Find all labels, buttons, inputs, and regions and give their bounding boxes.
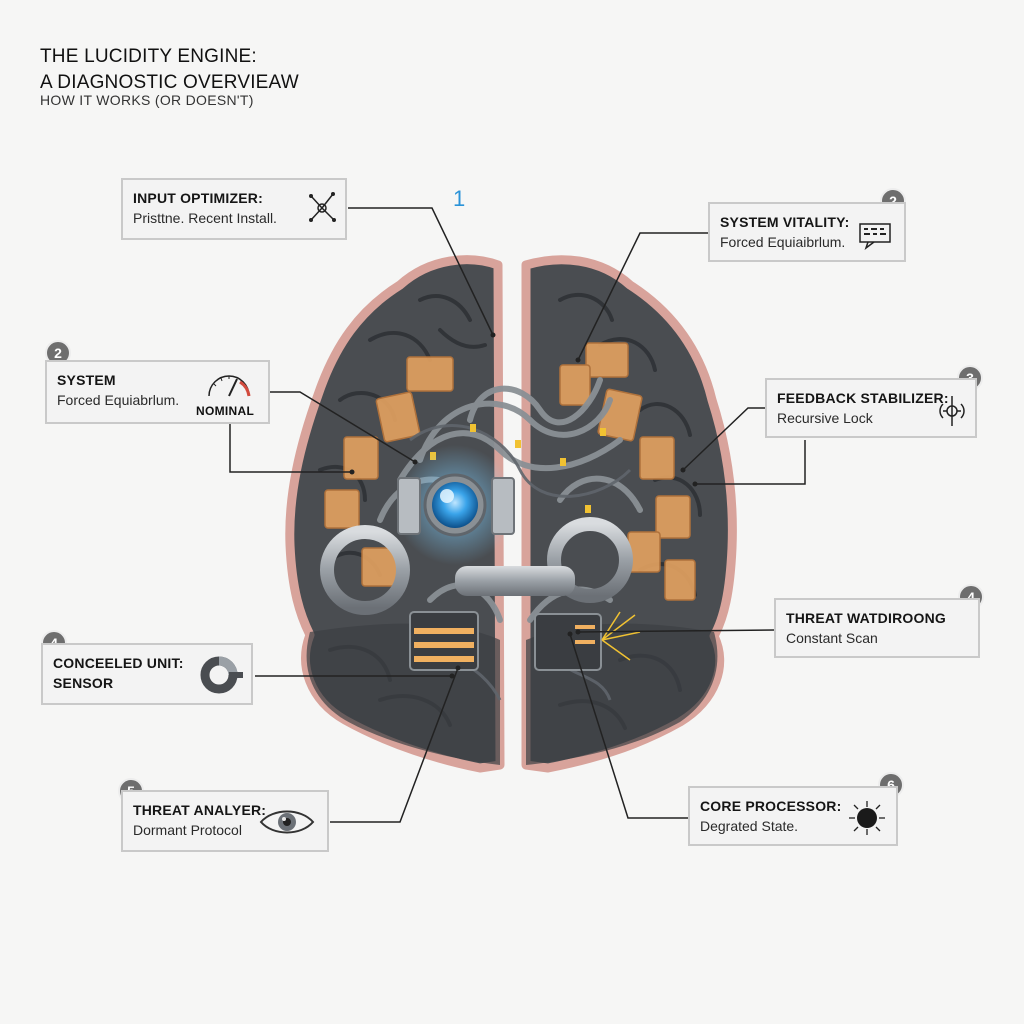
system-vitality-status: Forced Equiaibrlum. — [720, 234, 846, 250]
callout-system-vitality: SYSTEM VITALITY: Forced Equiaibrlum. — [708, 202, 906, 262]
threat-analyzer-label: THREAT ANALYER: — [133, 802, 267, 818]
concealed-unit-type: SENSOR — [53, 675, 114, 691]
central-core — [395, 445, 515, 565]
threat-watch-status: Constant Scan — [786, 630, 878, 646]
leader-dots — [349, 332, 698, 679]
wiring — [377, 377, 643, 623]
diagram-subtitle: HOW IT WORKS (OR DOESN'T) — [40, 92, 254, 108]
feedback-stabilizer-status: Recursive Lock — [777, 410, 873, 426]
callout-threat-analyzer: THREAT ANALYER: Dormant Protocol — [121, 790, 329, 852]
callout-threat-watch: THREAT WATDIROONG Constant Scan — [774, 598, 980, 658]
ring-sensor-icon — [200, 656, 243, 694]
title-line-1: THE LUCIDITY ENGINE: — [40, 46, 257, 67]
ring-pipes — [320, 517, 633, 615]
system-status: Forced Equiabrlum. — [57, 392, 180, 408]
display-panel-icon — [859, 223, 891, 250]
burst-icon — [849, 801, 885, 835]
concealed-unit-label: CONCEELED UNIT: — [53, 655, 184, 671]
core-processor-status: Degrated State. — [700, 818, 799, 834]
callout-feedback-stabilizer: FEEDBACK STABILIZER: Recursive Lock — [765, 378, 977, 438]
eye-icon — [259, 810, 315, 834]
threat-watch-label: THREAT WATDIROONG — [786, 610, 946, 626]
gauge-icon — [208, 375, 251, 397]
system-vitality-label: SYSTEM VITALITY: — [720, 214, 850, 230]
lower-devices — [409, 611, 641, 671]
system-nominal-status: NOMINAL — [196, 404, 255, 418]
diagram-title: THE LUCIDITY ENGINE: A DIAGNOSTIC OVERVI… — [40, 44, 299, 96]
input-optimizer-label: INPUT OPTIMIZER: — [133, 190, 263, 206]
callout-input-optimizer: INPUT OPTIMIZER: Pristtne. Recent Instal… — [121, 178, 347, 240]
loop-circuit-icon — [939, 396, 965, 426]
center-marker: 1 — [453, 186, 466, 211]
leader-lines — [229, 207, 806, 823]
circuit-node-icon — [309, 192, 336, 222]
callout-system: SYSTEM Forced Equiabrlum. — [45, 360, 270, 424]
callout-concealed-unit: CONCEELED UNIT: SENSOR — [41, 643, 253, 705]
feedback-stabilizer-label: FEEDBACK STABILIZER: — [777, 390, 949, 406]
threat-analyzer-status: Dormant Protocol — [133, 822, 242, 838]
core-processor-label: CORE PROCESSOR: — [700, 798, 842, 814]
title-line-2: A DIAGNOSTIC OVERVIEAW — [40, 72, 299, 93]
system-label: SYSTEM — [57, 372, 116, 388]
input-optimizer-status: Pristtne. Recent Install. — [133, 210, 277, 226]
callout-core-processor: CORE PROCESSOR: Degrated State. — [688, 786, 898, 846]
